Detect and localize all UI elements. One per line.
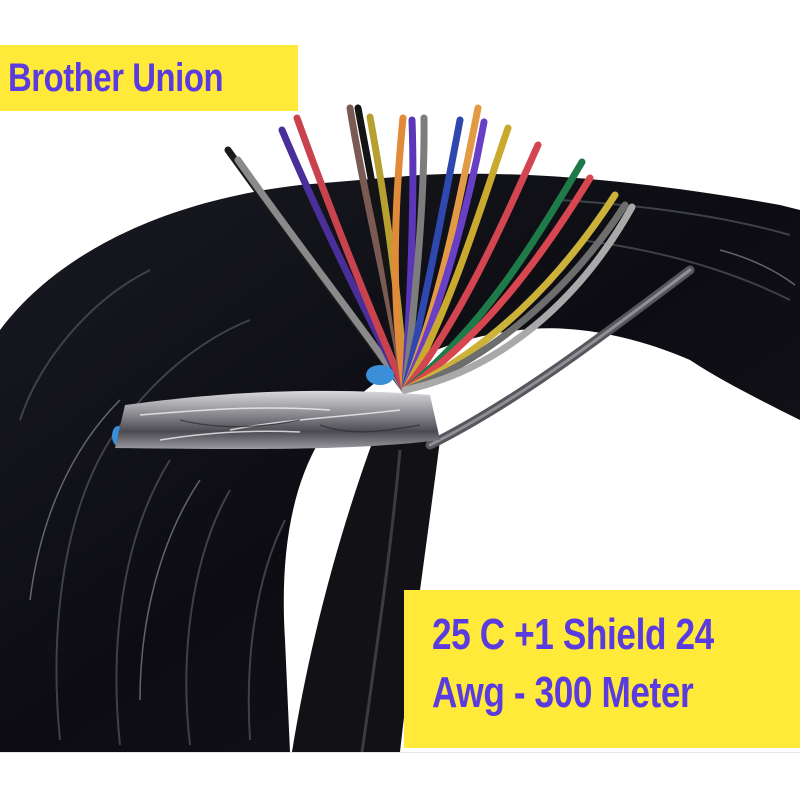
brand-banner: Brother Union (0, 45, 298, 111)
spec-line-1: 25 C +1 Shield 24 (432, 610, 714, 659)
image-bottom-border (0, 752, 800, 753)
blue-tape (366, 365, 394, 385)
colored-wires (224, 104, 636, 394)
spec-banner: 25 C +1 Shield 24 Awg - 300 Meter (404, 590, 800, 748)
main-cable-jacket (292, 435, 440, 752)
brand-name: Brother Union (8, 55, 224, 100)
spec-line-2: Awg - 300 Meter (432, 668, 694, 717)
